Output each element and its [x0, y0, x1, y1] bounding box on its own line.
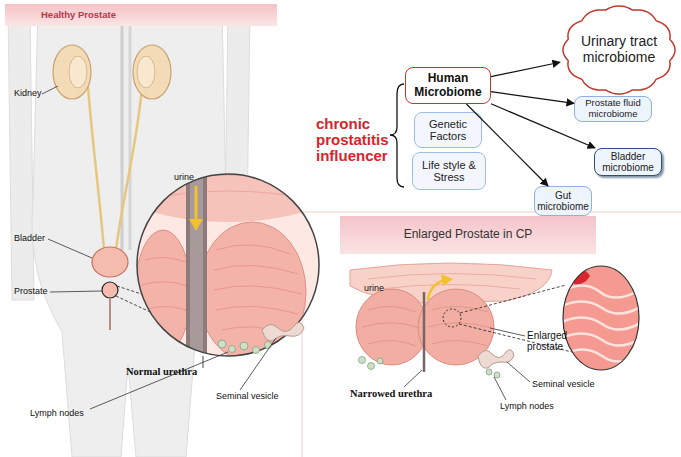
torso-shape	[32, 5, 227, 457]
node-text: Urinary tract microbiome	[571, 34, 667, 65]
connector-arrow	[491, 104, 595, 148]
tissue-striation	[362, 306, 492, 346]
process-box: Human Microbiome	[405, 67, 491, 104]
factor-box: Life style & Stress	[412, 152, 486, 190]
seminal-vesicle-shape	[262, 322, 304, 340]
section-band: Enlarged Prostate in CP	[340, 216, 596, 254]
urethra-line	[109, 298, 111, 330]
prostate-marker	[102, 282, 118, 298]
kidney-pelvis	[69, 56, 87, 88]
microbiome-box: Gut microbiome	[534, 186, 592, 216]
part-label: Normal urethra	[126, 366, 197, 378]
part-label: Seminal vesicle	[532, 380, 595, 390]
leader-line	[494, 377, 506, 400]
microbiome-box: Prostate fluid microbiome	[574, 96, 652, 122]
prostate-lobe	[135, 230, 191, 354]
lymph-node-cluster	[218, 340, 272, 354]
zoom-detail	[113, 138, 343, 370]
seminal-vesicle-shape	[478, 350, 514, 369]
lymph-node	[218, 340, 226, 348]
ureter-line	[88, 86, 104, 250]
leader-line	[48, 239, 92, 258]
bladder-wall	[113, 138, 343, 222]
kidney-shape	[133, 45, 171, 99]
arm-shape	[8, 10, 34, 300]
connector-arrow	[491, 92, 574, 104]
urine-flow-arrowhead	[441, 274, 453, 286]
tissue-striation	[142, 245, 302, 334]
cloud-outline-path	[563, 6, 675, 94]
prostate-lobe	[198, 222, 306, 362]
leader-line	[404, 370, 422, 387]
divider-line	[302, 212, 681, 213]
node-text: Gut microbiome	[535, 190, 591, 212]
factor-box: Genetic Factors	[414, 112, 482, 148]
vessel-line	[129, 10, 132, 250]
leader-line	[42, 86, 58, 94]
node-text: Genetic Factors	[415, 118, 481, 143]
leader-line	[50, 291, 102, 292]
part-label: Kidney	[14, 89, 42, 99]
part-label: Seminal vesicle	[216, 392, 279, 402]
group-heading: chronic prostatitis influencer	[316, 116, 398, 165]
kidney-shape	[53, 45, 91, 99]
tissue-stripe	[562, 285, 642, 361]
node-text: Enlarged Prostate in CP	[404, 228, 533, 241]
tissue-striation	[145, 175, 315, 200]
zoom-marker	[443, 309, 461, 327]
node-text: Bladder microbiome	[595, 151, 661, 173]
urine-flow-arrow	[195, 186, 198, 220]
leader-line	[490, 328, 525, 336]
zoom-circle	[137, 174, 319, 356]
lymph-node	[253, 347, 260, 354]
flow-label: urine	[364, 284, 384, 294]
zoom-dash-line	[460, 285, 566, 313]
zoom-ellipse	[563, 266, 639, 370]
lymph-node	[229, 346, 236, 353]
node-text: Healthy Prostate	[41, 10, 116, 21]
leader-line	[240, 338, 276, 390]
part-label: Prostate	[14, 287, 48, 297]
bladder-shape	[92, 247, 128, 277]
lymph-node	[494, 372, 500, 378]
urethra-line	[423, 292, 426, 372]
leader-line	[507, 362, 530, 382]
lymph-node	[486, 369, 492, 375]
lymph-node	[368, 363, 375, 370]
lymph-node	[240, 342, 248, 350]
leader-line	[90, 352, 228, 409]
urine-flow-arrowhead	[189, 219, 203, 231]
cloud-shape: Urinary tract microbiome	[560, 3, 678, 97]
part-label: Bladder	[14, 234, 45, 244]
urethra-lumen	[190, 170, 203, 370]
part-label: Lymph nodes	[30, 409, 84, 419]
urethra-channel	[186, 170, 207, 370]
section-band: Healthy Prostate	[5, 4, 277, 26]
lymph-node	[359, 357, 366, 364]
lymph-node	[265, 342, 272, 349]
kidney-pelvis	[137, 56, 155, 88]
connector-arrow	[491, 62, 560, 76]
connector-arrow	[466, 104, 548, 186]
flow-label: urine	[174, 173, 194, 183]
lymph-node	[377, 358, 383, 364]
part-label: Narrowed urethra	[350, 388, 432, 400]
tissue-striation	[368, 274, 536, 290]
ureter-line	[116, 86, 142, 250]
lymph-node-cluster	[359, 357, 501, 379]
urine-flow-arrow	[428, 280, 445, 300]
grouping-bracket	[390, 84, 404, 187]
part-label: Enlarged prostate	[527, 330, 587, 352]
inflamed-patch	[572, 270, 590, 285]
part-label: Lymph nodes	[500, 402, 554, 412]
microbiome-box: Bladder microbiome	[594, 148, 662, 176]
node-text: Prostate fluid microbiome	[575, 98, 651, 119]
node-text: Life style & Stress	[413, 159, 485, 184]
node-text: Human Microbiome	[406, 72, 490, 99]
